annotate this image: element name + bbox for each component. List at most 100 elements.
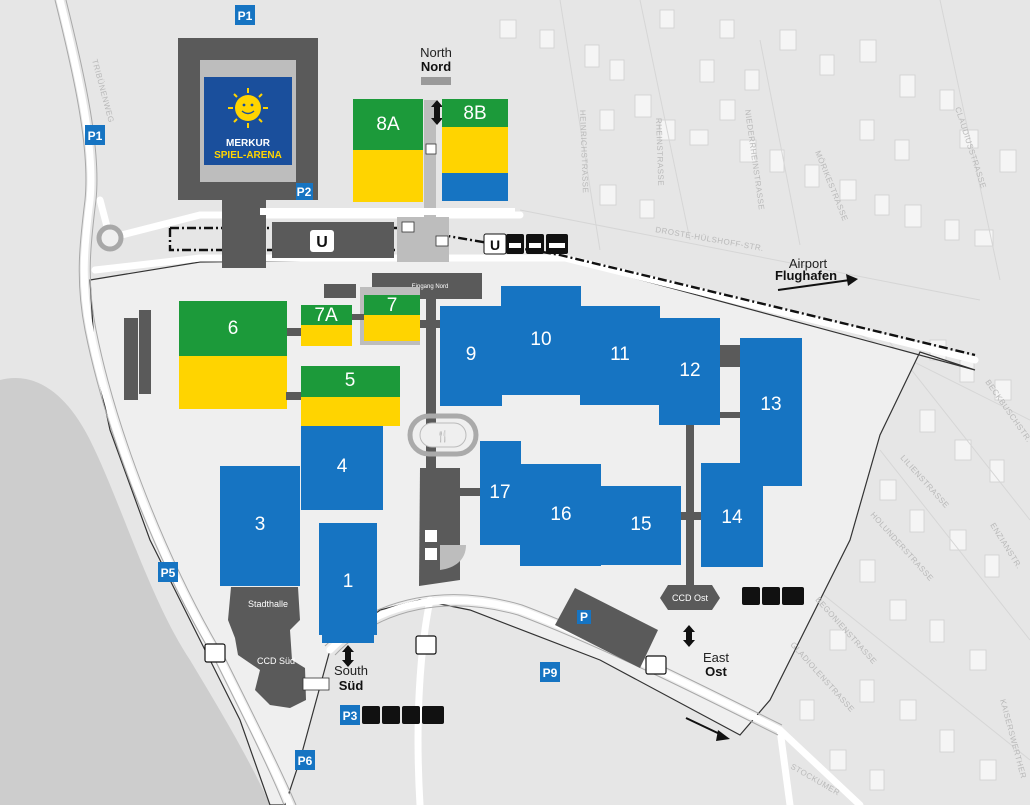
- city-bus-icon-2: [415, 635, 437, 655]
- svg-text:P1: P1: [88, 129, 103, 143]
- hall-12[interactable]: 12: [659, 318, 720, 425]
- hall-6[interactable]: 6: [179, 301, 287, 409]
- parking-p1-left[interactable]: P1: [85, 125, 105, 145]
- restaurant-icon-south: [302, 677, 330, 691]
- hall-7a[interactable]: 7A: [301, 305, 352, 346]
- svg-text:P6: P6: [298, 754, 313, 768]
- southeast-direction-arrow-icon: [685, 717, 730, 741]
- hall-label-6: 6: [228, 318, 239, 339]
- arena-connector: [222, 200, 266, 268]
- park-and-ride-icon-east: [782, 587, 804, 605]
- hall-14[interactable]: 14: [701, 463, 763, 567]
- info-icon-center: [425, 530, 437, 542]
- arena-name-line1: MERKUR: [226, 138, 271, 149]
- hall-label-12: 12: [679, 360, 700, 381]
- river-rhine: [0, 378, 270, 805]
- hall-10[interactable]: 10: [501, 286, 581, 395]
- hall-7[interactable]: 7: [364, 295, 420, 341]
- parking-p9[interactable]: P9: [540, 662, 560, 682]
- hall-16[interactable]: 16: [520, 464, 601, 566]
- hall-9[interactable]: 9: [440, 306, 502, 406]
- hall-5[interactable]: 5: [301, 366, 400, 426]
- parking-p6[interactable]: P6: [295, 750, 315, 770]
- svg-text:P: P: [580, 610, 588, 624]
- hall-label-5: 5: [345, 370, 356, 391]
- ccd-ost-label: CCD Ost: [672, 593, 708, 603]
- parking-p5[interactable]: P5: [158, 562, 178, 582]
- parking-house-east: [555, 588, 658, 668]
- south-label-de: Süd: [339, 678, 364, 693]
- ccd-ost: [660, 585, 720, 610]
- street-rheinstrasse: RHEINSTRASSE: [654, 118, 665, 187]
- hall-8b[interactable]: 8B: [442, 99, 508, 201]
- residential-street-lines: [519, 0, 1030, 761]
- entrance-north-label: Eingang Nord: [412, 284, 449, 290]
- roundabout: [96, 224, 124, 252]
- north-label-en: North: [420, 45, 452, 60]
- street-heinrichstrasse: HEINRICHSTRASSE: [578, 110, 590, 194]
- restaurant-icon-oval: 🍴: [436, 430, 450, 443]
- hall-17[interactable]: 17: [480, 441, 521, 545]
- residential-blocks: [499, 9, 1017, 791]
- hall-label-4: 4: [337, 456, 348, 477]
- ccd-sued-label: CCD Süd: [257, 656, 295, 666]
- hall-3[interactable]: 3: [220, 466, 300, 586]
- parking-p2[interactable]: P2: [296, 183, 313, 200]
- hall-label-17: 17: [489, 482, 510, 503]
- airport-direction-arrow-icon: [777, 274, 858, 291]
- hall-label-7: 7: [387, 295, 398, 316]
- parking-p3[interactable]: P3: [340, 705, 360, 725]
- hall-label-9: 9: [466, 344, 477, 365]
- east-entrance-arrow-icon: [683, 625, 695, 647]
- hall-1[interactable]: 1: [319, 523, 377, 643]
- north-entrance-arrow-icon: [431, 100, 443, 125]
- svg-text:P1: P1: [238, 9, 253, 23]
- hall-label-10: 10: [530, 329, 551, 350]
- tram-icon-east: [762, 587, 780, 605]
- hall-label-14: 14: [721, 507, 743, 528]
- hall-13[interactable]: 13: [740, 338, 802, 486]
- hall-11[interactable]: 11: [580, 306, 660, 405]
- svg-text:P2: P2: [297, 185, 312, 199]
- hall-label-11: 11: [610, 344, 630, 365]
- city-bus-icon-3: [645, 655, 667, 675]
- hall-label-13: 13: [760, 394, 781, 415]
- parking-p1-top[interactable]: P1: [235, 5, 255, 25]
- hall-label-15: 15: [630, 514, 651, 535]
- taxi-icon-east: [742, 587, 760, 605]
- service-building-center: [419, 468, 460, 586]
- subway-u-icon-2: U: [490, 237, 500, 253]
- taxi-icon-south: [362, 706, 380, 724]
- airport-label-en: Airport: [789, 256, 828, 271]
- restaurant-icon-2: [401, 221, 415, 233]
- svg-text:P9: P9: [543, 666, 558, 680]
- subway-u-icon: [310, 230, 334, 252]
- restaurant-icon: [425, 143, 437, 155]
- south-entrance-arrow-icon: [342, 645, 354, 667]
- city-bus-icon: [204, 643, 226, 663]
- sun-logo-icon: [228, 88, 268, 128]
- hall-label-3: 3: [255, 514, 266, 535]
- hall-label-8a: 8A: [376, 114, 400, 135]
- tram-icon-south: [402, 706, 420, 724]
- south-label-en: South: [334, 663, 368, 678]
- svg-text:U: U: [316, 234, 328, 251]
- restaurant-icon-center: [425, 548, 437, 560]
- svg-text:P5: P5: [161, 566, 176, 580]
- parking-icon-house: [577, 610, 591, 624]
- hall-4[interactable]: 4: [301, 426, 383, 510]
- hall-15[interactable]: 15: [600, 486, 681, 565]
- north-transport-icons: U: [483, 233, 568, 255]
- east-transport-icons: [742, 587, 804, 605]
- hall-label-1: 1: [343, 571, 354, 592]
- stadthalle-label: Stadthalle: [248, 599, 288, 609]
- hall-8a[interactable]: 8A: [353, 99, 423, 202]
- restaurant-oval: 🍴: [407, 413, 479, 457]
- hall-label-8b: 8B: [463, 103, 486, 124]
- airport-label-de: Flughafen: [775, 268, 837, 283]
- hall-label-16: 16: [550, 504, 571, 525]
- east-label-en: East: [703, 650, 729, 665]
- stadthalle-ccd-sued: [228, 587, 306, 708]
- info-icon-north: [435, 235, 449, 247]
